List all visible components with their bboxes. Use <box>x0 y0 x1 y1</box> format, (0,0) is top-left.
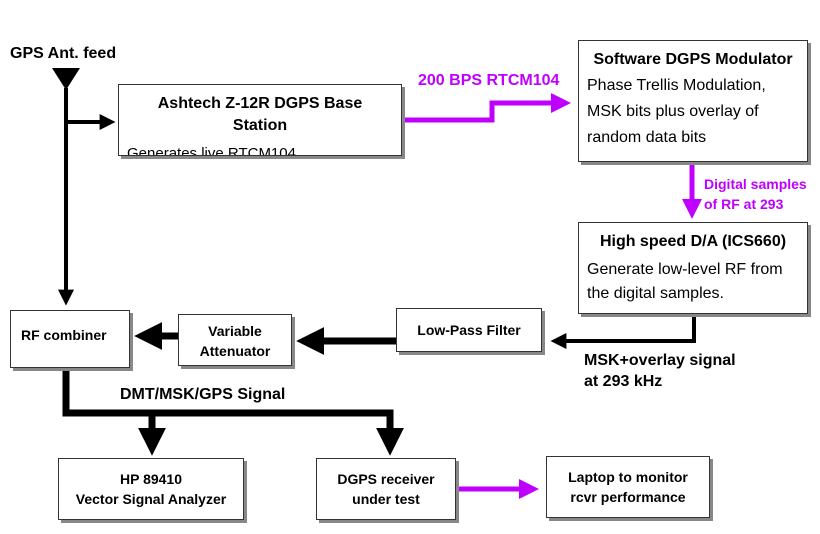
gps-feed-label: GPS Ant. feed <box>10 45 117 62</box>
dac-desc-2: the digital samples. <box>587 285 724 302</box>
modulator-desc-1: Phase Trellis Modulation, <box>587 77 766 94</box>
analyzer-title-1: HP 89410 <box>119 471 182 487</box>
variable-attenuator-box: Variable Attenuator <box>178 314 292 366</box>
msk-signal-label-2: at 293 kHz <box>584 373 663 390</box>
dgps-receiver-box: DGPS receiver under test <box>316 458 456 520</box>
gps-antenna-icon <box>52 68 80 90</box>
hp-vector-signal-analyzer-box: HP 89410 Vector Signal Analyzer <box>58 458 244 520</box>
rtcm-link-label: 200 BPS RTCM104 <box>418 72 560 89</box>
dac-to-filter-line <box>550 314 696 349</box>
laptop-title-1: Laptop to monitor <box>568 469 688 485</box>
software-dgps-modulator-box: Software DGPS Modulator Phase Trellis Mo… <box>578 40 808 162</box>
ashtech-title-2: Station <box>232 117 288 134</box>
digital-samples-label-1: Digital samples <box>704 176 807 192</box>
msk-signal-label-1: MSK+overlay signal <box>584 352 736 369</box>
modulator-desc-2: MSK bits plus overlay of <box>587 103 759 120</box>
laptop-title-2: rcvr performance <box>570 489 686 505</box>
ashtech-description: Generates live RTCM104 <box>127 145 296 156</box>
receiver-title-1: DGPS receiver <box>337 471 435 487</box>
rtcm-link-arrow <box>402 93 572 123</box>
attenuator-title-2: Attenuator <box>199 343 271 359</box>
analyzer-title-2: Vector Signal Analyzer <box>75 491 227 507</box>
dmt-signal-label: DMT/MSK/GPS Signal <box>120 386 286 403</box>
high-speed-dac-box: High speed D/A (ICS660) Generate low-lev… <box>578 222 808 314</box>
combiner-title: RF combiner <box>21 327 107 343</box>
dac-title: High speed D/A (ICS660) <box>599 233 787 250</box>
ashtech-base-station-box: Ashtech Z-12R DGPS Base Station Generate… <box>118 84 402 156</box>
receiver-title-2: under test <box>352 491 420 507</box>
modulator-desc-3: random data bits <box>587 129 707 146</box>
low-pass-filter-box: Low-Pass Filter <box>396 308 542 352</box>
dac-desc-1: Generate low-level RF from <box>587 261 783 278</box>
digital-samples-label-2: of RF at 293 <box>704 196 784 212</box>
lpf-title: Low-Pass Filter <box>417 322 521 338</box>
rf-combiner-box: RF combiner <box>10 310 130 368</box>
attenuator-title-1: Variable <box>208 323 262 339</box>
modulator-title: Software DGPS Modulator <box>593 51 793 68</box>
ashtech-title-1: Ashtech Z-12R DGPS Base <box>157 95 363 112</box>
laptop-monitor-box: Laptop to monitor rcvr performance <box>546 456 710 518</box>
